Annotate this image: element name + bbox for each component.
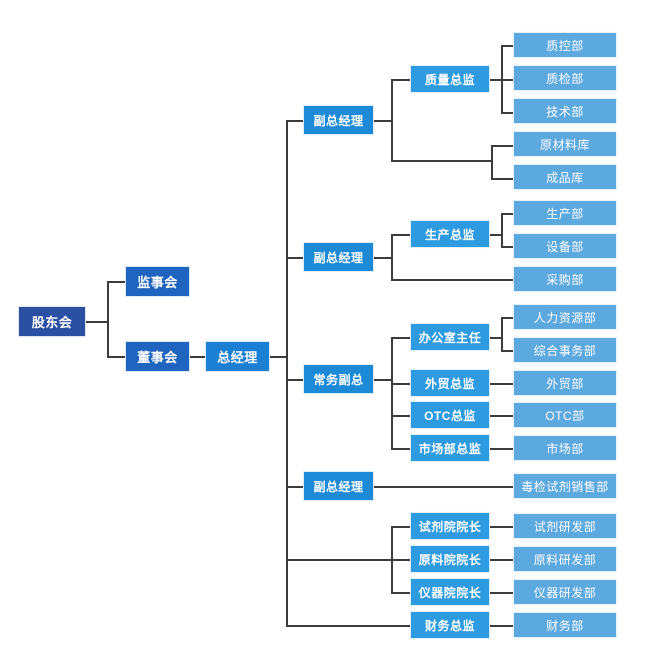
connector-vp-production-out xyxy=(374,257,392,259)
connector-trunk-to-vp-toxicology xyxy=(286,486,304,488)
node-office-director[interactable]: 办公室主任 xyxy=(410,323,490,351)
node-dept-reagent-rd[interactable]: 试剂研发部 xyxy=(513,513,617,539)
connector-to-office-director xyxy=(391,337,410,339)
connector-to-board xyxy=(107,356,125,358)
node-shareholders[interactable]: 股东会 xyxy=(18,306,86,337)
node-executive-vp[interactable]: 常务副总 xyxy=(303,364,374,394)
node-marketing-director[interactable]: 市场部总监 xyxy=(410,434,490,462)
connector-to-dept-production xyxy=(501,213,513,215)
connector-to-quality-director xyxy=(391,79,410,81)
connector-to-dept-marketing xyxy=(490,448,513,450)
connector-to-supervisory xyxy=(107,281,125,283)
connector-production-dept-trunk xyxy=(501,213,503,247)
node-dept-purchasing[interactable]: 采购部 xyxy=(513,266,617,292)
node-dept-toxicology-reagent-sales[interactable]: 毒检试剂销售部 xyxy=(513,473,617,499)
connector-trunk-to-deans-group xyxy=(286,559,392,561)
node-dept-otc[interactable]: OTC部 xyxy=(513,402,617,428)
node-supervisory-board[interactable]: 监事会 xyxy=(125,266,190,297)
connector-to-dept-finance xyxy=(490,625,513,627)
connector-to-dept-quality-inspection xyxy=(501,79,513,81)
connector-to-material-dean xyxy=(391,559,410,561)
node-quality-director[interactable]: 质量总监 xyxy=(410,65,490,93)
connector-to-dept-technology xyxy=(501,112,513,114)
node-board-of-directors[interactable]: 董事会 xyxy=(125,341,190,372)
connector-main-trunk xyxy=(286,120,288,626)
node-otc-director[interactable]: OTC总监 xyxy=(410,401,490,429)
connector-trunk-to-vp-production xyxy=(286,257,304,259)
connector-to-dept-otc xyxy=(490,415,513,417)
connector-to-marketing-director xyxy=(391,448,410,450)
connector-to-foreign-trade-director xyxy=(391,383,410,385)
node-instrument-dean[interactable]: 仪器院院长 xyxy=(410,578,490,606)
node-reagent-dean[interactable]: 试剂院院长 xyxy=(410,512,490,540)
connector-quality-director-out xyxy=(490,79,502,81)
node-dept-general-affairs[interactable]: 综合事务部 xyxy=(513,337,617,363)
node-dept-material-rd[interactable]: 原料研发部 xyxy=(513,546,617,572)
connector-vp-production-trunk xyxy=(391,234,393,280)
connector-to-warehouse-group xyxy=(391,160,492,162)
node-finance-director[interactable]: 财务总监 xyxy=(410,611,490,639)
connector-to-dept-quality-control xyxy=(501,45,513,47)
connector-to-otc-director xyxy=(391,415,410,417)
node-dept-technology[interactable]: 技术部 xyxy=(513,98,617,124)
node-dept-raw-material-warehouse[interactable]: 原材料库 xyxy=(513,131,617,157)
connector-warehouse-trunk xyxy=(491,145,493,178)
node-dept-marketing[interactable]: 市场部 xyxy=(513,435,617,461)
node-dept-foreign-trade[interactable]: 外贸部 xyxy=(513,370,617,396)
node-dept-human-resources[interactable]: 人力资源部 xyxy=(513,304,617,330)
connector-shareholders-out xyxy=(86,321,108,323)
connector-trunk-to-vp-quality xyxy=(286,120,304,122)
connector-executive-vp-out xyxy=(374,379,392,381)
connector-production-director-out xyxy=(490,234,502,236)
node-material-dean[interactable]: 原料院院长 xyxy=(410,545,490,573)
node-dept-quality-control[interactable]: 质控部 xyxy=(513,32,617,58)
connector-to-instrument-dean xyxy=(391,592,410,594)
node-vp-quality[interactable]: 副总经理 xyxy=(303,105,374,135)
connector-vp-quality-out xyxy=(374,120,392,122)
connector-vp-quality-trunk xyxy=(391,79,393,161)
node-dept-equipment[interactable]: 设备部 xyxy=(513,233,617,259)
connector-office-dept-trunk xyxy=(501,317,503,351)
connector-to-dept-toxicology-sales xyxy=(374,486,513,488)
node-general-manager[interactable]: 总经理 xyxy=(205,341,270,372)
node-production-director[interactable]: 生产总监 xyxy=(410,220,490,248)
node-dept-finished-goods-warehouse[interactable]: 成品库 xyxy=(513,164,617,190)
node-foreign-trade-director[interactable]: 外贸总监 xyxy=(410,369,490,397)
connector-to-dept-finished-goods xyxy=(491,178,513,180)
connector-shareholders-trunk xyxy=(107,281,109,357)
connector-gm-out xyxy=(270,356,287,358)
connector-to-dept-raw-material xyxy=(491,145,513,147)
connector-trunk-to-executive-vp xyxy=(286,379,304,381)
connector-to-production-director xyxy=(391,234,410,236)
node-dept-quality-inspection[interactable]: 质检部 xyxy=(513,65,617,91)
connector-office-director-out xyxy=(490,337,502,339)
connector-to-reagent-dean xyxy=(391,526,410,528)
connector-to-dept-instrument-rd xyxy=(490,592,513,594)
node-vp-production[interactable]: 副总经理 xyxy=(303,242,374,272)
connector-to-dept-reagent-rd xyxy=(490,526,513,528)
connector-to-dept-material-rd xyxy=(490,559,513,561)
connector-executive-vp-trunk xyxy=(391,337,393,448)
connector-to-dept-purchasing xyxy=(391,279,513,281)
node-dept-production[interactable]: 生产部 xyxy=(513,200,617,226)
node-dept-instrument-rd[interactable]: 仪器研发部 xyxy=(513,579,617,605)
node-vp-toxicology[interactable]: 副总经理 xyxy=(303,471,374,501)
connector-to-dept-equipment xyxy=(501,246,513,248)
connector-board-to-gm xyxy=(190,356,205,358)
connector-to-dept-general-affairs xyxy=(501,350,513,352)
node-dept-finance[interactable]: 财务部 xyxy=(513,612,617,638)
connector-to-dept-foreign-trade xyxy=(490,383,513,385)
connector-to-dept-hr xyxy=(501,317,513,319)
connector-trunk-to-finance-director xyxy=(286,625,410,627)
